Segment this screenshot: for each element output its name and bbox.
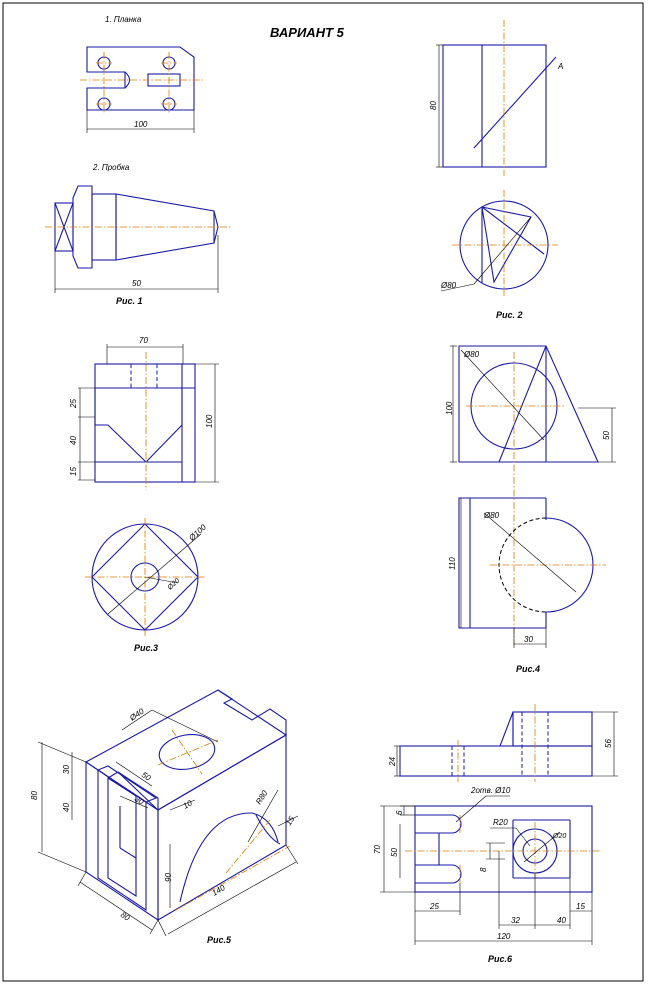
fig3-dim-70: 70 <box>139 336 148 345</box>
fig6-dim-40: 40 <box>557 916 566 925</box>
fig5-dim-30: 30 <box>62 765 71 774</box>
fig5-dim-10: 10 <box>182 798 195 811</box>
fig1-probka: 2. Пробка 50 Рис. 1 <box>45 163 232 306</box>
fig3-dim-15: 15 <box>69 467 78 476</box>
fig4: Ø80 100 50 Ø80 110 30 Рис.4 <box>445 345 616 674</box>
fig4-label: Рис.4 <box>516 664 540 674</box>
fig4-dim-dia-top: Ø80 <box>463 350 480 359</box>
fig6-dim-24: 24 <box>388 757 397 767</box>
fig5-dim-90: 90 <box>164 873 173 882</box>
fig1-part2-name: 2. Пробка <box>92 163 130 172</box>
fig6-dim-15: 15 <box>576 902 585 911</box>
fig3-dim-40: 40 <box>69 436 78 445</box>
fig4-dim-30: 30 <box>524 635 533 644</box>
sheet-title: ВАРИАНТ 5 <box>270 25 345 40</box>
fig1-part1-name: 1. Планка <box>105 15 142 24</box>
fig2-dim-dia: Ø80 <box>440 281 457 290</box>
fig6-label: Рис.6 <box>488 954 513 964</box>
sheet-frame <box>2 2 644 982</box>
fig3-dim-25: 25 <box>69 399 78 409</box>
fig3: 70 25 40 15 100 Ø100 Ø20 Рис.3 <box>69 336 219 653</box>
fig5-dim-50: 50 <box>140 770 153 783</box>
fig6-dim-56: 56 <box>604 739 613 748</box>
fig4-dim-100: 100 <box>445 401 454 415</box>
fig6-dim-50: 50 <box>390 848 399 857</box>
fig4-dim-110: 110 <box>448 557 457 570</box>
fig6-dim-120: 120 <box>497 932 511 941</box>
fig1-dim-50: 50 <box>132 279 141 288</box>
fig5-dim-80-left: 80 <box>30 791 39 800</box>
fig6-dim-25: 25 <box>429 902 439 911</box>
fig5-label: Рис.5 <box>207 935 232 945</box>
fig5-dim-r80: R80 <box>254 788 270 806</box>
fig2-dim-a: A <box>557 62 563 71</box>
fig6-dim-32: 32 <box>511 916 520 925</box>
fig4-dim-dia-bottom: Ø80 <box>483 511 500 520</box>
fig6-dim-r20: R20 <box>493 818 508 827</box>
fig6-dim-8: 8 <box>479 867 488 872</box>
fig5-dim-dia: Ø40 <box>127 706 146 723</box>
fig5-dim-140: 140 <box>211 883 228 898</box>
fig6-dim-dia: Ø20 <box>552 833 566 840</box>
fig4-dim-50: 50 <box>602 431 611 440</box>
fig3-label: Рис.3 <box>134 643 158 653</box>
fig6: 56 24 2отв. Ø10 R20 Ø20 6 <box>373 704 618 964</box>
fig1-dim-100: 100 <box>134 120 148 129</box>
fig3-dim-100: 100 <box>205 414 214 428</box>
fig1-label: Рис. 1 <box>116 296 143 306</box>
fig6-dim-70: 70 <box>373 845 382 854</box>
fig6-dim-holes: 2отв. Ø10 <box>470 786 511 795</box>
fig5-isometric: 80 30 40 50 30 10 Ø40 R80 15 90 140 80 Р… <box>30 689 299 945</box>
fig2-dim-80: 80 <box>429 101 438 110</box>
fig6-dim-6: 6 <box>395 810 404 815</box>
fig2: 80 A Ø80 Рис. 2 <box>429 20 563 320</box>
fig1-planka: 1. Планка 100 <box>80 15 203 133</box>
fig3-dim-small-dia: Ø20 <box>166 577 181 592</box>
fig5-dim-40: 40 <box>62 803 71 812</box>
fig2-label: Рис. 2 <box>496 310 523 320</box>
fig3-dim-big-dia: Ø100 <box>187 522 209 543</box>
fig5-dim-80-bottom: 80 <box>119 910 132 923</box>
